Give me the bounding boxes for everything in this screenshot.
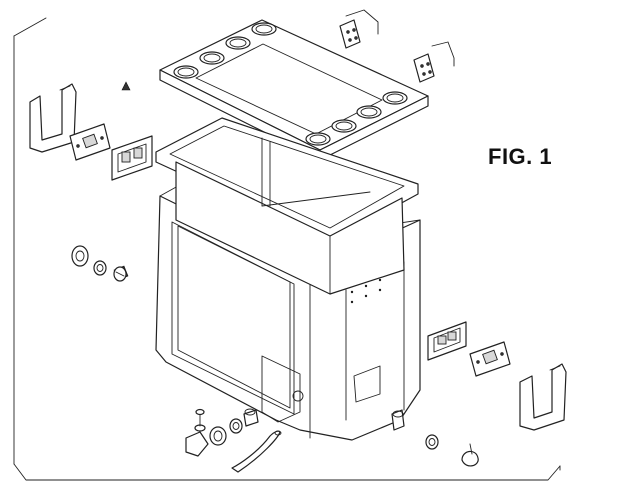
- side-screws-and-washers: [71, 245, 479, 467]
- figure-label: FIG. 1: [488, 144, 553, 169]
- drain-plug-assembly: [185, 408, 259, 457]
- latch-recess-plates: [111, 135, 467, 361]
- handle-mount-plates: [69, 123, 511, 377]
- small-cone-part: [121, 81, 131, 91]
- lid-hinge-plates: [339, 9, 455, 83]
- cup-holders: [173, 22, 408, 146]
- lid-with-cup-holders: [159, 19, 429, 161]
- side-handles: [29, 83, 567, 431]
- drain-tube: [231, 430, 282, 473]
- cooler-liner: [155, 117, 419, 295]
- frame-border: [13, 17, 561, 481]
